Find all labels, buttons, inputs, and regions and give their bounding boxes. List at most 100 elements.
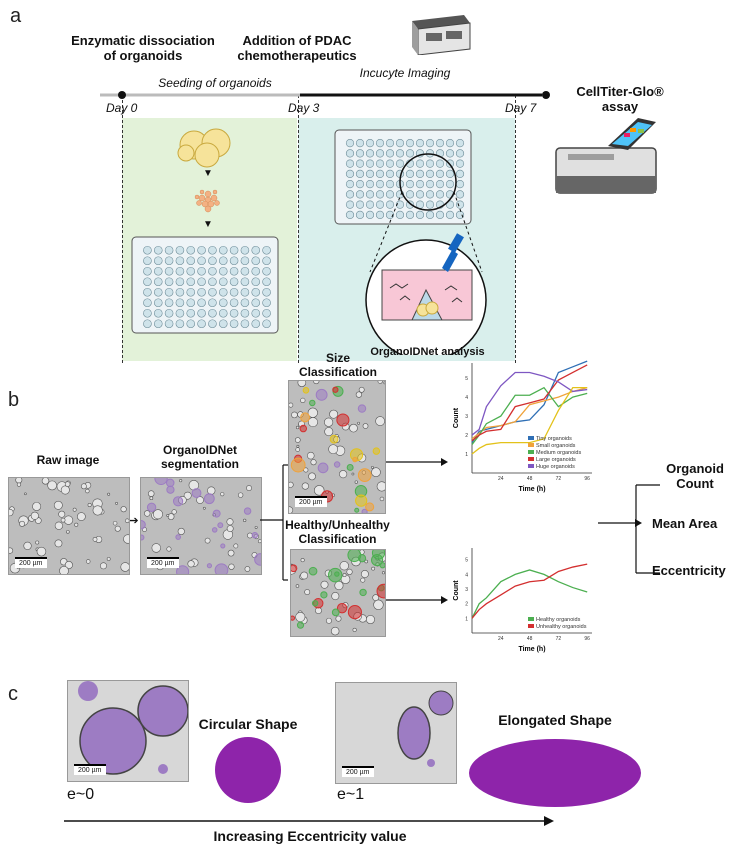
cell [19,521,24,526]
cell [357,422,359,424]
cell [384,382,385,384]
legend-label: Healthy organoids [536,617,581,623]
well [252,257,260,265]
cell [59,566,68,574]
legend-label: Huge organoids [536,464,575,470]
down-arrow-icon: ▼ [198,168,218,179]
well [219,320,227,328]
organoid [347,464,353,470]
well [198,309,206,317]
cell [24,493,26,495]
cell [353,628,356,631]
scale-bar: 200 µm [295,496,327,507]
cell [371,466,373,468]
cell [153,510,162,519]
organoid [167,486,174,493]
legend-label: Small organoids [536,443,576,449]
size-class-label: Size Classification [288,351,388,379]
well [208,257,216,265]
cell [229,564,235,570]
timeline-header-1: Enzymatic dissociation of organoids [68,33,218,63]
well [263,278,271,286]
legend-swatch [528,450,534,454]
organoid [332,609,339,616]
well [208,278,216,286]
well [154,309,162,317]
x-tick-label: 24 [498,476,504,482]
well [176,246,184,254]
cell [296,426,299,429]
panel-b-label: b [8,389,19,412]
cell [343,573,346,576]
panel-c-label: c [8,683,18,706]
cell [301,558,304,561]
cell [382,572,384,574]
well [230,288,238,296]
cell [32,502,40,510]
well [219,309,227,317]
cell [243,519,246,522]
well [187,309,195,317]
cell [93,537,97,541]
cell [374,600,384,610]
cell [61,518,65,522]
organoid [147,503,155,511]
organoid [207,564,211,568]
organoid [141,520,145,529]
well [143,299,151,307]
panel-a-label: a [10,5,21,28]
cell [65,482,70,487]
organoid [348,550,361,562]
cell [301,572,308,579]
well [208,299,216,307]
cell [227,526,233,532]
cell [238,493,243,498]
cell [227,519,233,525]
well [198,320,206,328]
cell [366,615,374,623]
organoid [330,435,338,443]
organoid [291,565,297,572]
well [165,320,173,328]
cell [340,561,349,570]
circle-shape [212,735,284,805]
well [241,246,249,254]
legend-swatch [528,617,534,621]
cell [16,478,22,483]
organoid [348,606,361,619]
well [219,299,227,307]
legend-label: Medium organoids [536,450,581,456]
cell [77,513,85,521]
well [154,246,162,254]
organoid [358,405,365,412]
cell [123,535,129,544]
cell [37,547,46,556]
cell [115,502,117,504]
cell [178,528,185,535]
organoid [166,479,174,487]
well [208,320,216,328]
organoid [353,457,357,461]
well [208,246,216,254]
well [187,257,195,265]
well [198,299,206,307]
cell [61,486,69,494]
well [263,309,271,317]
cell [296,612,305,621]
well [252,246,260,254]
assay-label: CellTiter-Glo® assay [560,84,680,114]
well [252,309,260,317]
well [263,267,271,275]
day3-divider [298,95,299,363]
legend-label: Unhealthy organoids [536,624,587,630]
organoid [335,572,339,576]
well [165,288,173,296]
well [143,288,151,296]
well [187,299,195,307]
cell [55,522,63,530]
well [230,309,238,317]
day0-label: Day 0 [106,101,137,115]
cell [234,544,238,548]
cell [291,412,297,418]
legend-swatch [528,436,534,440]
